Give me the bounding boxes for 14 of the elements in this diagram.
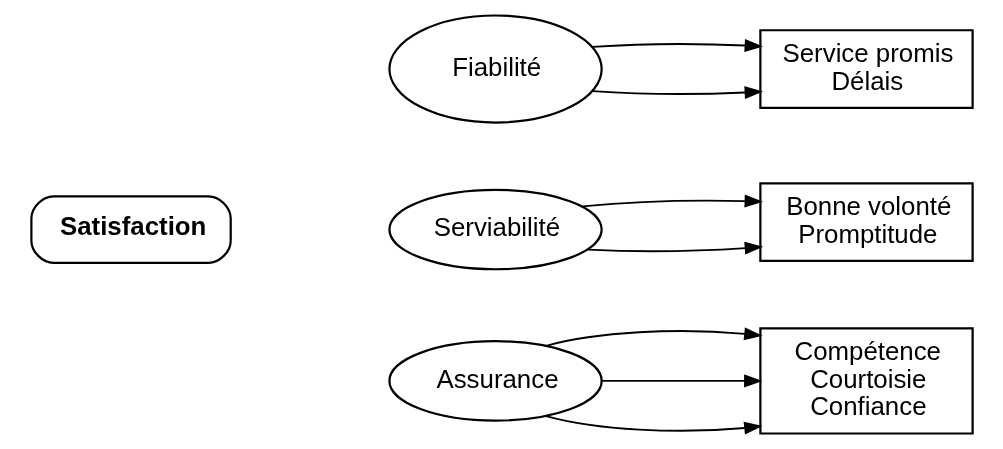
arrow bbox=[581, 194, 763, 208]
arrow bbox=[544, 415, 763, 435]
node-ellipse: Assurance bbox=[387, 340, 603, 422]
node-box: Bonne volonté Promptitude bbox=[758, 182, 974, 263]
arrow bbox=[591, 86, 763, 99]
arrow bbox=[586, 241, 763, 255]
node-box: Satisfaction bbox=[29, 195, 232, 264]
node-ellipse: Serviabilité bbox=[387, 188, 603, 271]
node-box: Compétence Courtoisie Confiance bbox=[758, 327, 974, 435]
arrow bbox=[591, 39, 763, 52]
arrow bbox=[600, 374, 763, 388]
node-box: Service promis Délais bbox=[758, 29, 974, 109]
arrow bbox=[544, 327, 763, 347]
node-ellipse: Fiabilité bbox=[387, 14, 603, 124]
